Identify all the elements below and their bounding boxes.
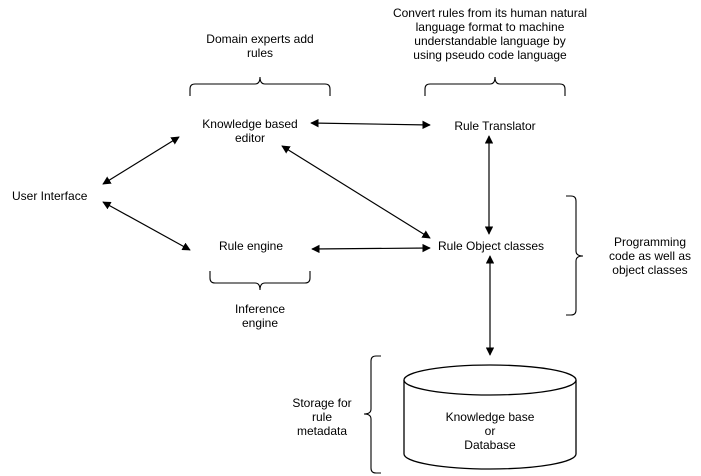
node-knowledge-editor-line2: editor [234, 131, 266, 145]
annotation-convert-rules: Convert rules from its human natural lan… [392, 6, 588, 62]
annotation-storage: Storage for rule metadata [292, 396, 352, 438]
edge-ui-rule-engine [102, 201, 191, 251]
annotation-programming: Programming code as well as object class… [608, 235, 692, 277]
node-knowledge-editor-line1: Knowledge based [202, 117, 298, 131]
node-knowledge-editor: Knowledge based editor [202, 117, 297, 145]
node-rule-engine: Rule engine [218, 239, 284, 253]
node-rule-object-classes: Rule Object classes [437, 239, 545, 253]
node-database: Knowledge base or Database [446, 410, 535, 452]
edge-editor-translator [310, 118, 431, 130]
node-database-line2: or [484, 424, 496, 438]
annotation-domain-experts: Domain experts add rules [206, 32, 314, 60]
database-cylinder [403, 364, 577, 470]
annotation-inference-engine: Inference engine [234, 302, 286, 330]
edge-editor-objectclasses [281, 145, 431, 239]
brace-inference-engine [209, 271, 311, 291]
brace-domain-experts [189, 76, 331, 96]
node-database-line1: Knowledge base [445, 410, 535, 424]
brace-programming [566, 195, 584, 316]
node-rule-translator: Rule Translator [454, 119, 536, 133]
brace-storage [363, 355, 381, 474]
brace-convert-rules [424, 76, 566, 96]
edge-ruleengine-objectclasses [311, 243, 431, 254]
node-database-line3: Database [464, 438, 516, 452]
edge-ui-editor [102, 136, 180, 185]
node-user-interface: User Interface [12, 189, 88, 203]
